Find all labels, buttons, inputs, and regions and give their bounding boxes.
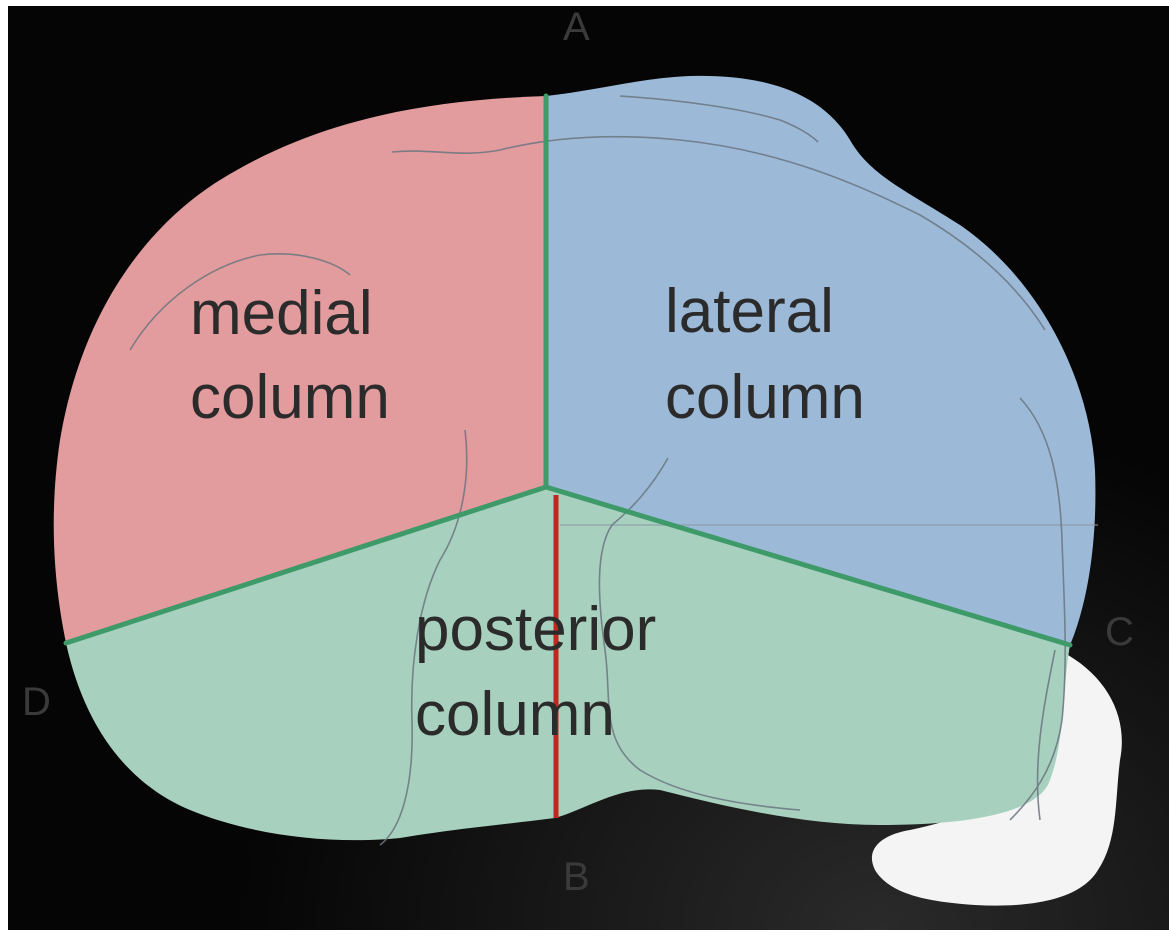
point-label-c: C: [1105, 610, 1134, 654]
medial-label-line1: medial: [190, 279, 373, 348]
point-label-d: D: [22, 680, 51, 724]
medial-label-line2: column: [190, 363, 390, 432]
point-label-b: B: [563, 855, 590, 899]
lateral-label-line1: lateral: [665, 277, 834, 346]
point-label-a: A: [563, 5, 590, 49]
posterior-label-line2: column: [415, 680, 615, 749]
posterior-label-line1: posterior: [415, 595, 656, 664]
lateral-label-line2: column: [665, 363, 865, 432]
